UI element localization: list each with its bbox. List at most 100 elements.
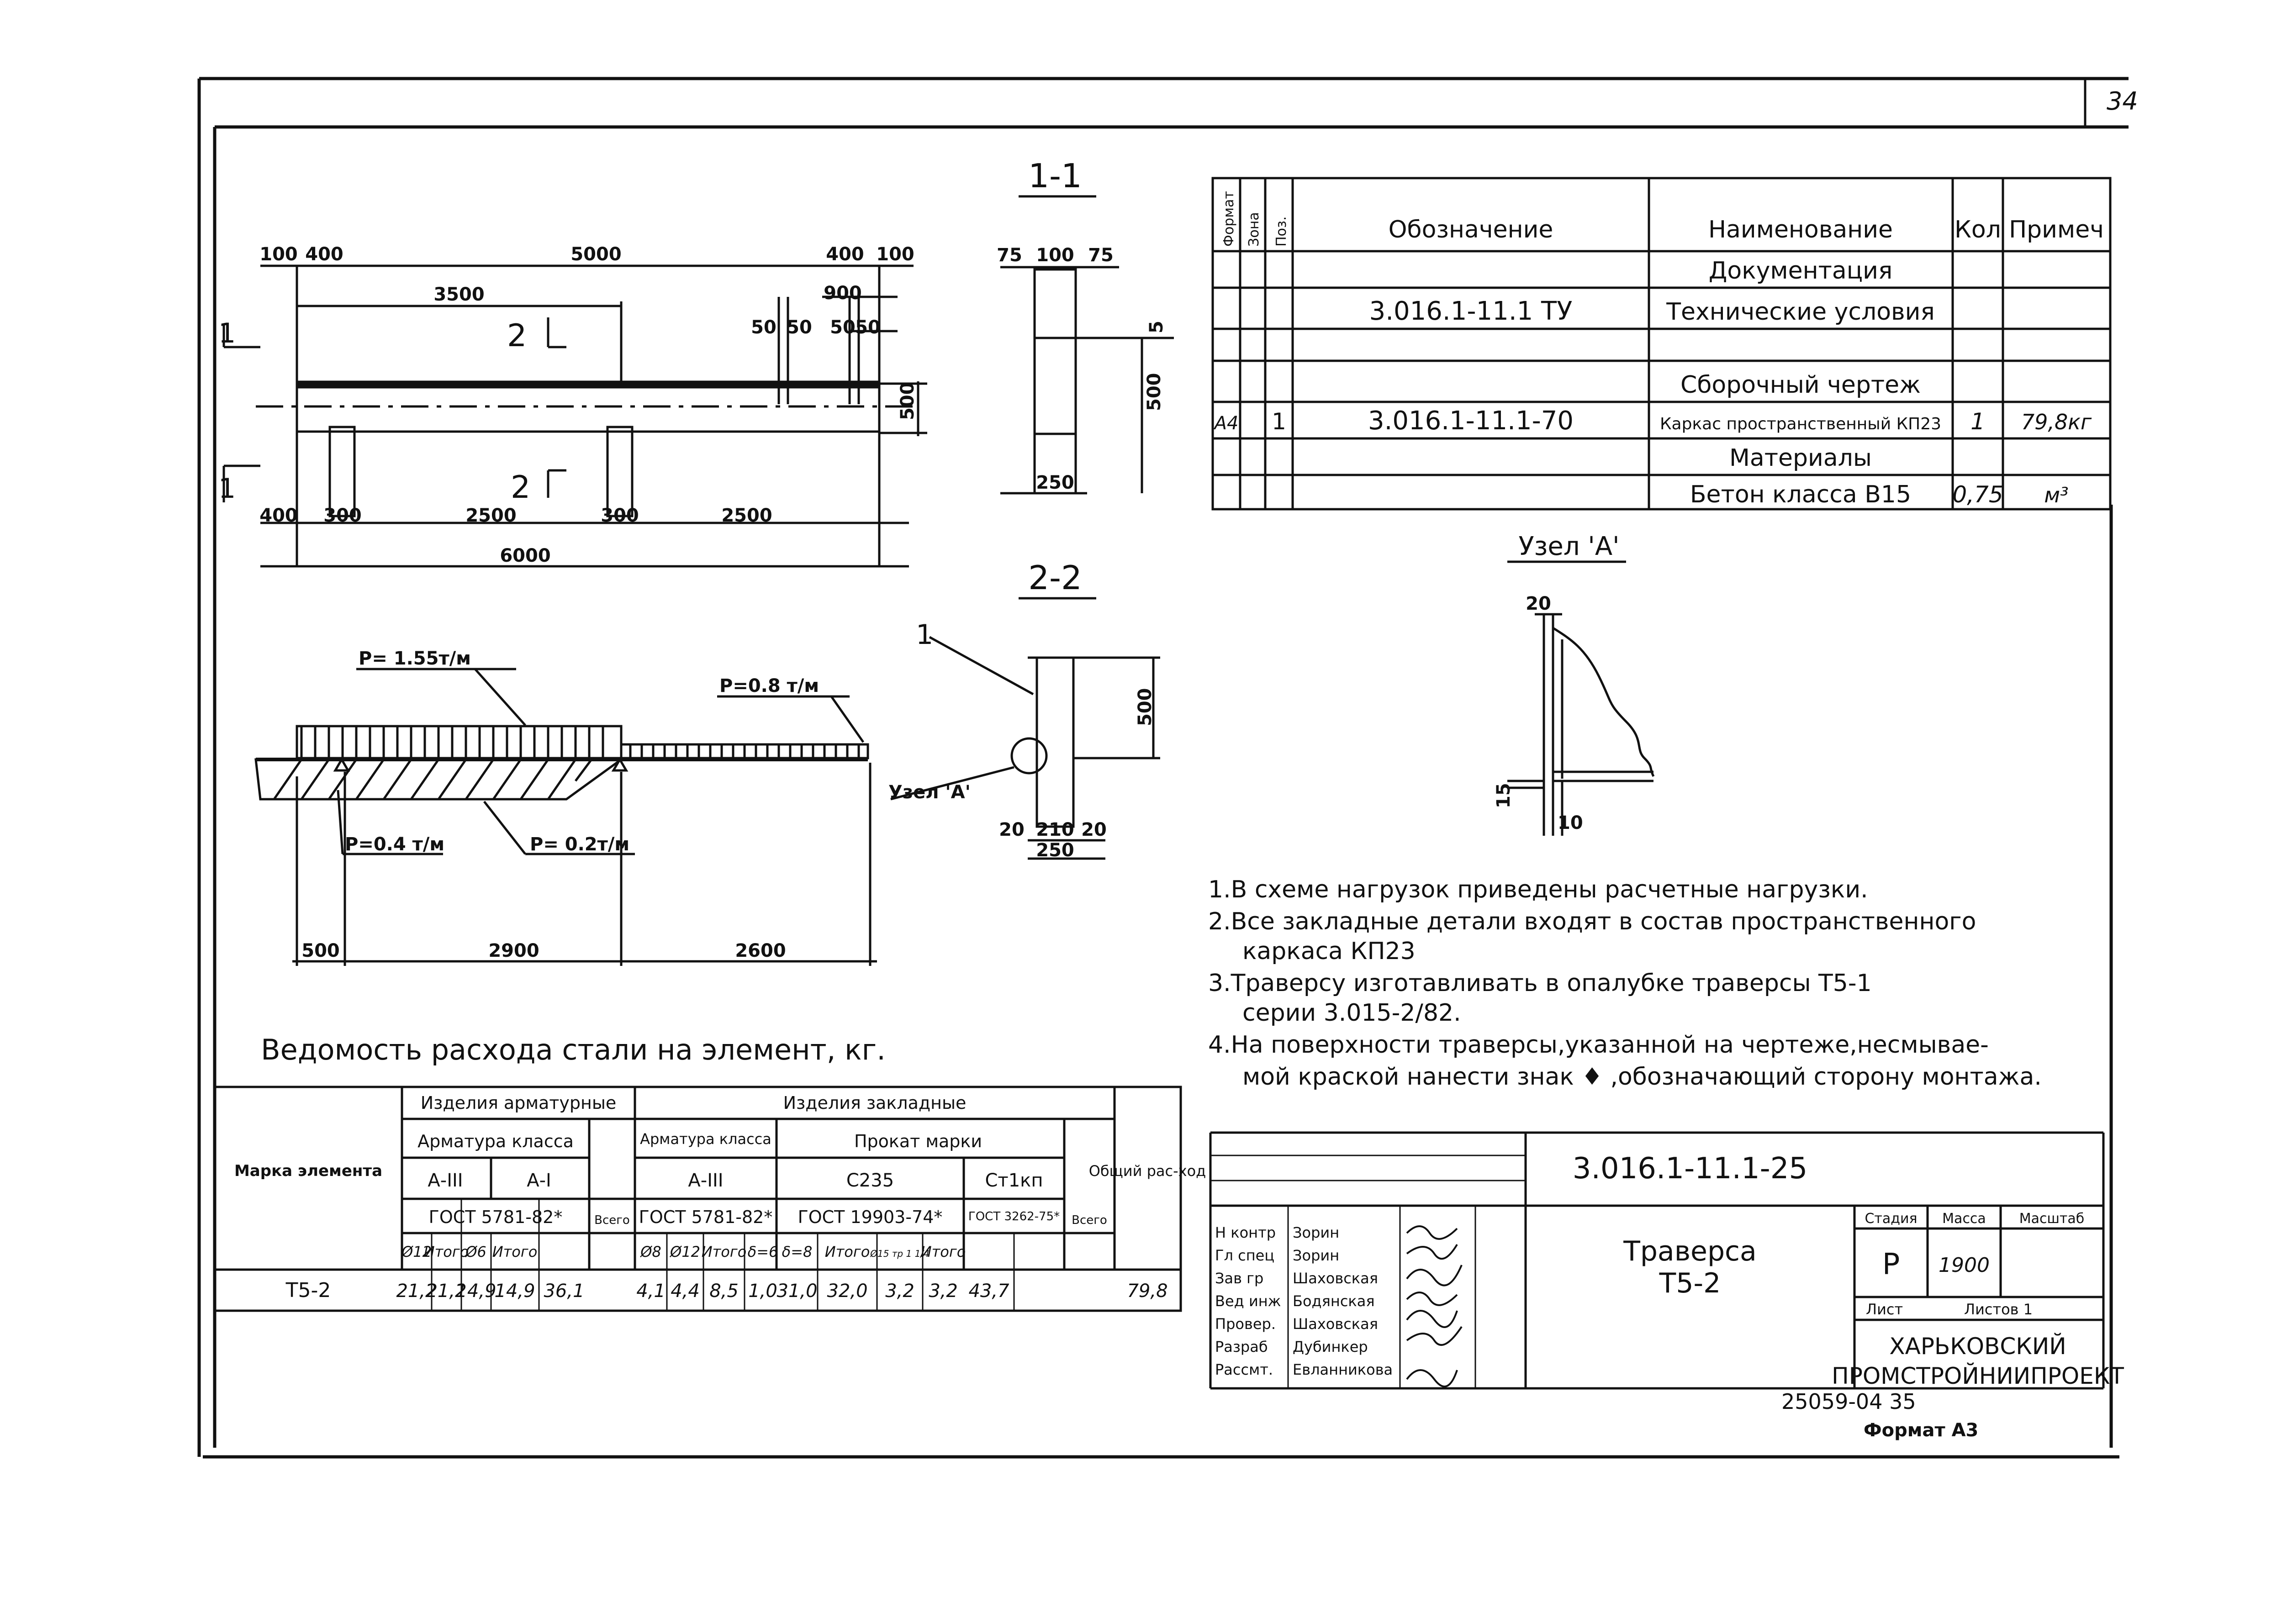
steel-subheader: Итого: [825, 1243, 870, 1260]
steel-subheader: Ø6: [465, 1243, 486, 1260]
steel-h-gost1: ГОСТ 5781-82*: [429, 1207, 563, 1227]
steel-row-value: 31,0: [777, 1281, 817, 1302]
plan-dim-500: 500: [897, 382, 918, 421]
sheet-number: 34: [2107, 87, 2138, 116]
plan-dim-3500: 3500: [433, 284, 484, 305]
load-diagram: [254, 668, 877, 966]
title-block-person: Бодянская: [1293, 1292, 1375, 1310]
spec-h-zone: Зона: [1246, 212, 1262, 247]
steel-h-c235: С235: [846, 1170, 894, 1191]
steel-h-total-use: Общий рас-ход: [1089, 1162, 1206, 1180]
spec-h-qty: Кол: [1954, 216, 2001, 243]
title-block-grid: [1209, 1131, 2105, 1390]
section-2-2-dim-210: 210: [1036, 819, 1074, 840]
plan-dim-100a: 100: [259, 244, 298, 265]
steel-table-title: Ведомость расхода стали на элемент, кг.: [261, 1033, 886, 1066]
title-block-role: Гл спец: [1215, 1247, 1274, 1264]
steel-subheader: δ=6: [748, 1243, 778, 1260]
title-block-name1: Траверса: [1623, 1235, 1757, 1267]
section-2-2-title: 2-2: [1028, 559, 1082, 597]
note-line: серии 3.015-2/82.: [1242, 999, 1461, 1027]
steel-row-value: 79,8: [1127, 1281, 1167, 1302]
steel-row-value: 3,2: [929, 1281, 958, 1302]
section-1-1-title: 1-1: [1028, 157, 1082, 195]
title-block-person: Зорин: [1293, 1224, 1339, 1241]
format-label: Формат А3: [1864, 1420, 1978, 1441]
plan-cut-2-bottom: 2: [511, 469, 530, 506]
spec-h-pos: Поз.: [1273, 216, 1289, 247]
spec-h-format: Формат: [1221, 191, 1237, 247]
title-block-role: Разраб: [1215, 1338, 1268, 1355]
steel-subheader: Ø8: [639, 1243, 661, 1260]
plan-dim-5000: 5000: [570, 244, 621, 265]
note-line: 4.На поверхности траверсы,указанной на ч…: [1208, 1031, 1989, 1059]
node-a-title: Узел 'А': [1518, 532, 1619, 561]
steel-h-all2: Всего: [1072, 1213, 1107, 1227]
steel-subheader: Итого: [492, 1243, 538, 1260]
load-dim-500: 500: [301, 940, 340, 961]
node-a-dim-10: 10: [1558, 812, 1583, 833]
spec-row-name: Технические условия: [1666, 298, 1935, 326]
title-block-person: Евланникова: [1293, 1361, 1393, 1378]
title-block-role: Н контр: [1215, 1224, 1276, 1241]
spec-table-grid: [1211, 177, 2112, 511]
steel-h-arm: Изделия арматурные: [421, 1093, 617, 1113]
steel-h-a3b: А-III: [688, 1170, 723, 1191]
steel-h-a1: А-I: [527, 1170, 551, 1191]
section-1-1-dim-100: 100: [1036, 245, 1074, 266]
plan-cut-1-bottom: 1: [218, 473, 236, 505]
spec-row-name: Материалы: [1729, 444, 1872, 472]
section-1-1-dim-75b: 75: [1088, 245, 1114, 266]
steel-row-value: 43,7: [968, 1281, 1009, 1302]
spec-row-qty: 1: [1970, 408, 1985, 435]
steel-h-prokat: Прокат марки: [854, 1131, 982, 1151]
signatures: [1406, 1225, 1463, 1387]
spec-row-pos: 1: [1272, 408, 1286, 435]
title-block-role: Провер.: [1215, 1315, 1276, 1333]
steel-h-gost2: ГОСТ 5781-82*: [639, 1207, 773, 1227]
steel-subheader: δ=8: [782, 1243, 813, 1260]
section-2-2: [890, 597, 1160, 860]
title-block-sheets: Листов 1: [1964, 1301, 2033, 1318]
spec-row-note: м³: [2044, 483, 2068, 507]
plan-dim-50d: 50: [855, 317, 881, 338]
steel-row-value: 4,4: [671, 1281, 700, 1302]
load-p3: P=0.4 т/м: [345, 834, 444, 855]
spec-h-designation: Обозначение: [1389, 216, 1553, 243]
spec-row-name: Бетон класса В15: [1690, 481, 1911, 508]
spec-row-qty: 0,75: [1952, 481, 2003, 508]
title-block-role: Зав гр: [1215, 1270, 1263, 1287]
title-block-mass: 1900: [1939, 1254, 1990, 1277]
title-block-stage: Р: [1882, 1248, 1900, 1281]
spec-row-designation: 3.016.1-11.1-70: [1368, 406, 1574, 436]
plan-dim-50a: 50: [751, 317, 777, 338]
plan-cut-2-top: 2: [507, 318, 527, 354]
section-2-2-node-label: Узел 'А': [888, 782, 971, 803]
steel-row-value: 14,9: [455, 1281, 496, 1302]
note-line: 3.Траверсу изготавливать в опалубке трав…: [1208, 970, 1872, 997]
steel-h-all1: Всего: [594, 1213, 630, 1227]
steel-h-arm-class2: Арматура класса: [640, 1130, 771, 1148]
steel-h-gost3: ГОСТ 19903-74*: [798, 1207, 943, 1227]
plan-dim-50c: 50: [830, 317, 856, 338]
steel-h-mark: Марка элемента: [234, 1162, 382, 1180]
title-block-role: Рассмт.: [1215, 1361, 1273, 1378]
steel-subheader: Ø12: [401, 1243, 432, 1260]
steel-row-value: 21,2: [396, 1281, 437, 1302]
plan-cut-1-top: 1: [218, 317, 236, 349]
note-line: каркаса КП23: [1242, 938, 1416, 965]
title-block-person: Дубинкер: [1293, 1338, 1368, 1355]
plan-dim-100b: 100: [876, 244, 914, 265]
plan-dim-400b: 400: [826, 244, 864, 265]
load-p1: P= 1.55т/м: [359, 648, 471, 669]
steel-row-value: 36,1: [544, 1281, 584, 1302]
spec-row-format: А4: [1213, 413, 1239, 434]
steel-subheader: Итого: [424, 1243, 469, 1260]
section-2-2-dim-250: 250: [1036, 840, 1074, 861]
steel-h-st: Ст1кп: [985, 1170, 1043, 1191]
steel-h-a3: А-III: [428, 1170, 463, 1191]
load-dim-2600: 2600: [735, 940, 786, 961]
steel-row-value: 14,9: [494, 1281, 535, 1302]
